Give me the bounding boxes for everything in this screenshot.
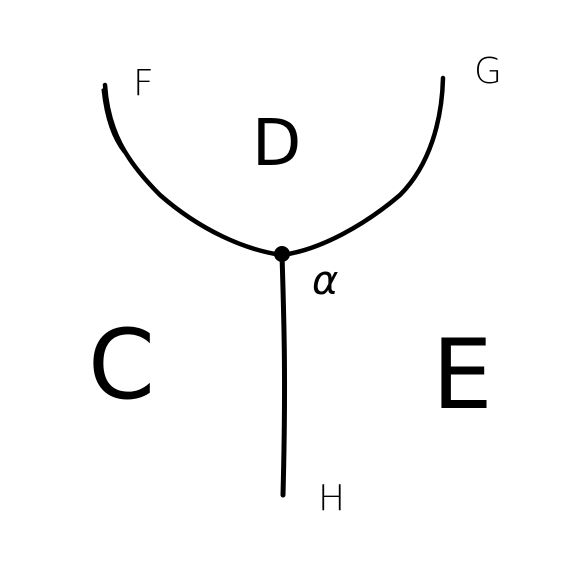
junction-point	[274, 246, 290, 262]
label-alpha: α	[312, 258, 338, 304]
arc-left-accent	[101, 88, 126, 154]
label-e: E	[432, 319, 493, 431]
label-h: H	[318, 478, 345, 519]
label-f: F	[133, 63, 154, 104]
vertical-line	[279, 252, 288, 498]
label-d: D	[252, 107, 301, 181]
label-g: G	[474, 51, 502, 92]
label-c: C	[88, 309, 155, 421]
